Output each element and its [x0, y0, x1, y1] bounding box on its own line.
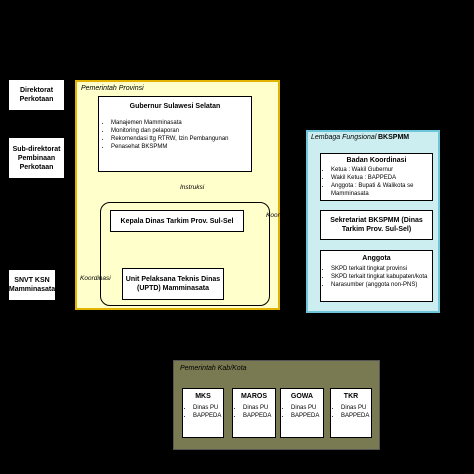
label-snvt-text: SNVT KSN Mamminasata — [8, 277, 56, 293]
box-gubernur: Gubernur Sulawesi Selatan Manajemen Mamm… — [98, 96, 252, 172]
city-name: MAROS — [240, 393, 268, 400]
city-name: MKS — [195, 393, 211, 400]
label-subdirektorat: Sub-direktorat Pembinaan Perkotaan — [9, 138, 64, 178]
city-name: TKR — [343, 393, 359, 400]
gubernur-item: Rekomendasi ttg RTRW, Izin Pembangunan — [111, 135, 251, 143]
city-list: Dinas PU BAPPEDA — [331, 404, 371, 420]
anggota-item: Narasumber (anggota non-PNS) — [331, 281, 432, 289]
label-direktorat-text: Direktorat Perkotaan — [19, 87, 54, 103]
city-name: GOWA — [290, 393, 314, 400]
badan-list: Ketua : Wakil Gubernur Wakil Ketua : BAP… — [321, 166, 432, 198]
city-item: Dinas PU — [291, 404, 323, 412]
box-anggota: Anggota SKPD terkait tingkat provinsi SK… — [320, 250, 433, 302]
city-list: Dinas PU BAPPEDA — [281, 404, 323, 420]
badan-item: Wakil Ketua : BAPPEDA — [331, 174, 432, 182]
badan-item: Ketua : Wakil Gubernur — [331, 166, 432, 174]
city-item: BAPPEDA — [243, 412, 275, 420]
city-item: Dinas PU — [243, 404, 275, 412]
lembaga-title: Lembaga Fungsional — [311, 134, 377, 141]
city-list: Dinas PU BAPPEDA — [233, 404, 275, 420]
kepala-title: Kepala Dinas Tarkim Prov. Sul-Sel — [120, 217, 234, 225]
gubernur-item: Manajemen Mamminasata — [111, 119, 251, 127]
label-subdirektorat-text: Sub-direktorat Pembinaan Perkotaan — [12, 145, 61, 171]
badan-item: Anggota : Bupati & Walikota se Mamminasa… — [331, 182, 432, 198]
bkspmm-title: BKSPMM — [378, 134, 410, 141]
anggota-item: SKPD terkait tingkat provinsi — [331, 265, 432, 273]
provinsi-title: Pemerintah Provinsi — [81, 85, 144, 92]
koordinasi-left-label: Koordinasi — [80, 275, 111, 282]
gubernur-title: Gubernur Sulawesi Selatan — [129, 103, 221, 110]
city-item: BAPPEDA — [341, 412, 371, 420]
inner-container — [100, 202, 270, 306]
box-kepala-dinas: Kepala Dinas Tarkim Prov. Sul-Sel — [110, 210, 244, 232]
gubernur-item: Monitoring dan pelaporan — [111, 127, 251, 135]
city-box-mks: MKS Dinas PU BAPPEDA — [182, 388, 224, 438]
box-badan-koordinasi: Badan Koordinasi Ketua : Wakil Gubernur … — [320, 153, 433, 201]
koordinasi-right-label: Koordinasi — [266, 212, 297, 219]
uptd-title: Unit Pelaksana Teknis Dinas (UPTD) Mammi… — [125, 276, 221, 292]
gubernur-item: Penasehat BKSPMM — [111, 143, 251, 151]
label-direktorat: Direktorat Perkotaan — [9, 80, 64, 110]
city-box-gowa: GOWA Dinas PU BAPPEDA — [280, 388, 324, 438]
city-item: BAPPEDA — [291, 412, 323, 420]
anggota-list: SKPD terkait tingkat provinsi SKPD terka… — [321, 265, 432, 289]
city-item: BAPPEDA — [193, 412, 223, 420]
sekretariat-title: Sekretariat BKSPMM (Dinas Tarkim Prov. S… — [330, 217, 423, 233]
box-sekretariat: Sekretariat BKSPMM (Dinas Tarkim Prov. S… — [320, 210, 433, 240]
box-uptd: Unit Pelaksana Teknis Dinas (UPTD) Mammi… — [122, 268, 224, 300]
city-list: Dinas PU BAPPEDA — [183, 404, 223, 420]
city-box-maros: MAROS Dinas PU BAPPEDA — [232, 388, 276, 438]
kabkota-title: Pemerintah Kab/Kota — [180, 365, 247, 372]
anggota-item: SKPD terkait tingkat kabupaten/kota — [331, 273, 432, 281]
gubernur-list: Manajemen Mamminasata Monitoring dan pel… — [99, 119, 251, 151]
label-snvt: SNVT KSN Mamminasata — [9, 270, 55, 300]
badan-title: Badan Koordinasi — [346, 157, 407, 164]
city-box-tkr: TKR Dinas PU BAPPEDA — [330, 388, 372, 438]
city-item: Dinas PU — [193, 404, 223, 412]
anggota-title: Anggota — [362, 255, 391, 262]
city-item: Dinas PU — [341, 404, 371, 412]
instruksi-label: Instruksi — [180, 184, 205, 191]
